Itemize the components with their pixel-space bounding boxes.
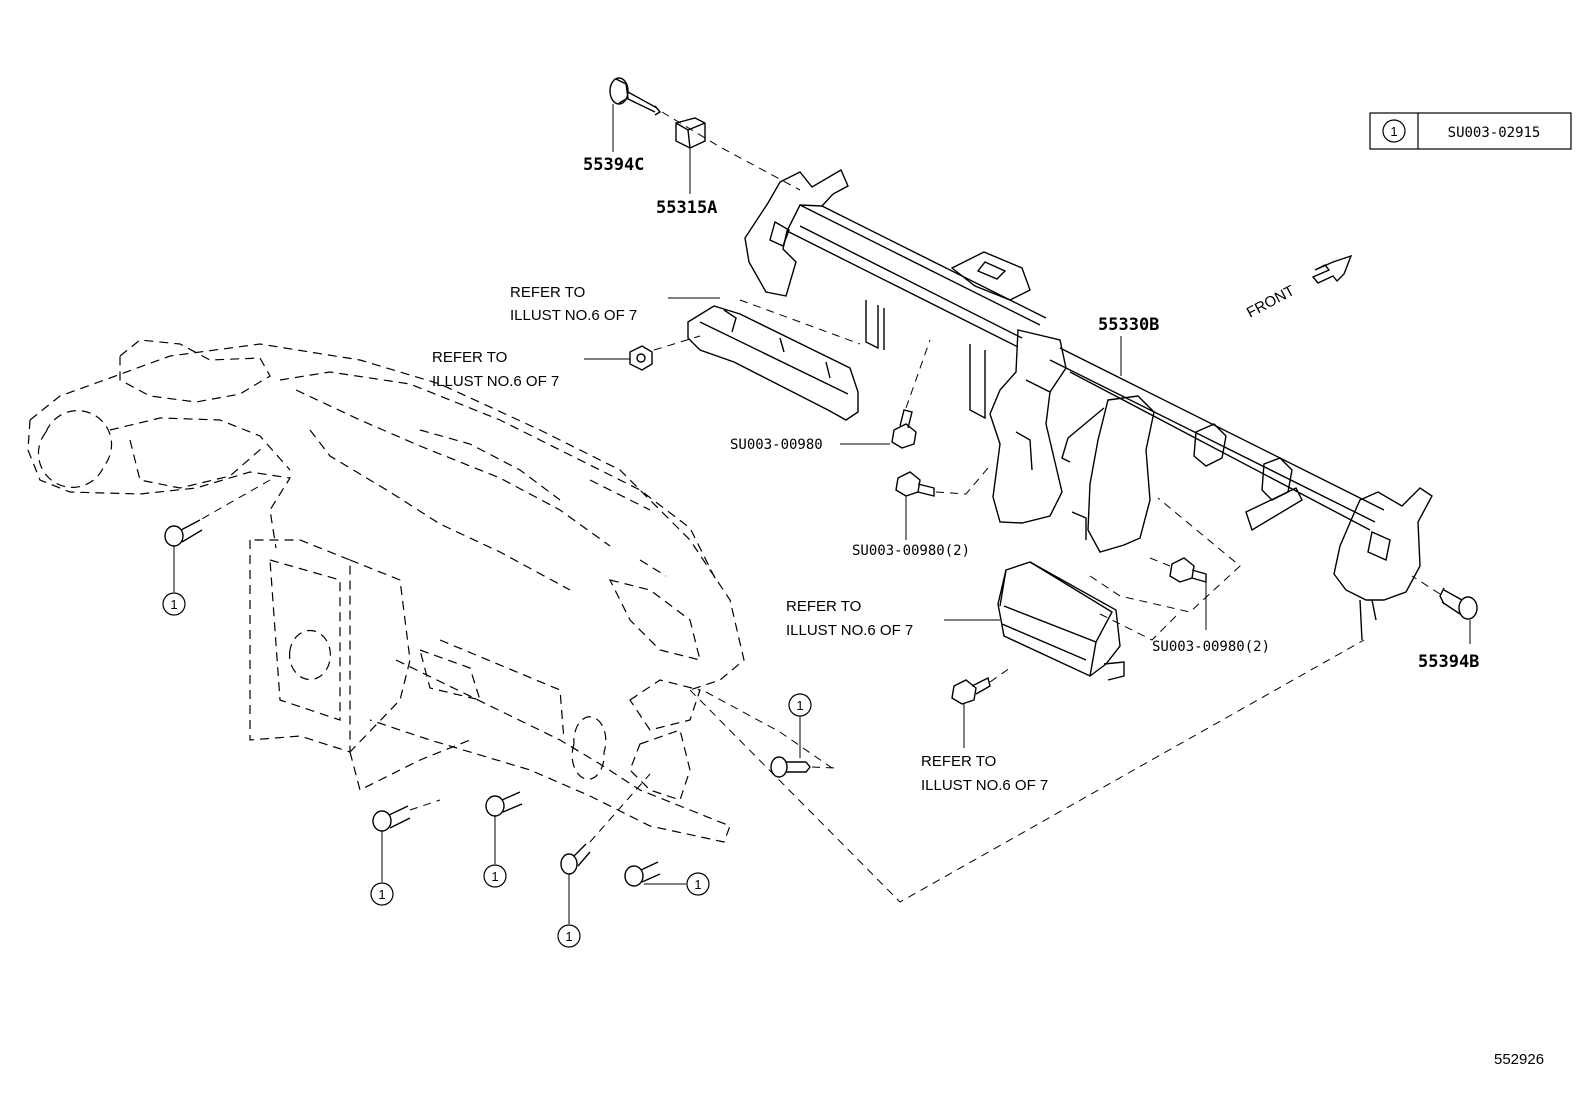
callout-1b: 1: [796, 698, 803, 713]
refer1-line2: ILLUST NO.6 OF 7: [510, 307, 637, 324]
front-direction: FRONT: [1244, 254, 1353, 322]
screw-3-icon: [372, 805, 411, 832]
bolt-su003-00980-2a-icon: [895, 471, 935, 497]
callout-1a: 1: [170, 597, 177, 612]
label-su-a: SU003-00980: [730, 437, 823, 453]
bolt-su003-00980-2b-icon: [1169, 557, 1207, 583]
callout-circle-5: [557, 924, 581, 948]
airbag-module-part: [997, 561, 1125, 681]
screw-5-icon: [560, 843, 591, 875]
front-arrow-icon: [1311, 254, 1353, 284]
callout-1d: 1: [491, 869, 498, 884]
label-55394C: 55394C: [583, 155, 644, 175]
legend-callout-circle: [1382, 119, 1406, 143]
instrument-panel-outline: [27, 339, 745, 843]
refer2-line1: REFER TO: [432, 349, 507, 366]
screw-2-icon: [770, 756, 811, 778]
refer3-line2: ILLUST NO.6 OF 7: [786, 622, 913, 639]
callout-circle-3: [370, 882, 394, 906]
refer3-line1: REFER TO: [786, 598, 861, 615]
reinforcement-beam-55330B: [744, 168, 1433, 641]
legend-box: 1 SU003-02915: [1369, 112, 1572, 150]
illustration-number: 552926: [1494, 1051, 1544, 1068]
bolt-su003-00980-icon: [891, 409, 917, 449]
callout-circle-4: [483, 864, 507, 888]
label-su-c: SU003-00980(2): [1152, 639, 1270, 655]
refer2-line2: ILLUST NO.6 OF 7: [432, 373, 559, 390]
front-label: FRONT: [1244, 282, 1298, 321]
screw-6-icon: [624, 861, 661, 887]
callout-1f: 1: [694, 877, 701, 892]
bolt-55394C-icon: [609, 77, 662, 116]
clip-55315A-icon: [675, 117, 706, 149]
label-55330B: 55330B: [1098, 315, 1159, 335]
callout-circle-1: [162, 592, 186, 616]
legend-key: 1: [1390, 124, 1397, 139]
nut-icon: [629, 345, 653, 371]
callout-circle-2: [788, 693, 812, 717]
label-su-b: SU003-00980(2): [852, 543, 970, 559]
label-55394B: 55394B: [1418, 652, 1479, 672]
callout-1c: 1: [378, 887, 385, 902]
legend-part-number: SU003-02915: [1448, 125, 1541, 141]
screw-1-icon: [164, 519, 203, 547]
airbag-bolt-icon: [951, 676, 991, 705]
screw-4-icon: [485, 791, 523, 817]
callout-circle-6: [686, 872, 710, 896]
refer1-line1: REFER TO: [510, 284, 585, 301]
label-55315A: 55315A: [656, 198, 717, 218]
bolt-55394B-icon: [1439, 587, 1478, 620]
refer4-line1: REFER TO: [921, 753, 996, 770]
callout-1e: 1: [565, 929, 572, 944]
duct-bracket-part: [687, 305, 859, 421]
refer4-line2: ILLUST NO.6 OF 7: [921, 777, 1048, 794]
